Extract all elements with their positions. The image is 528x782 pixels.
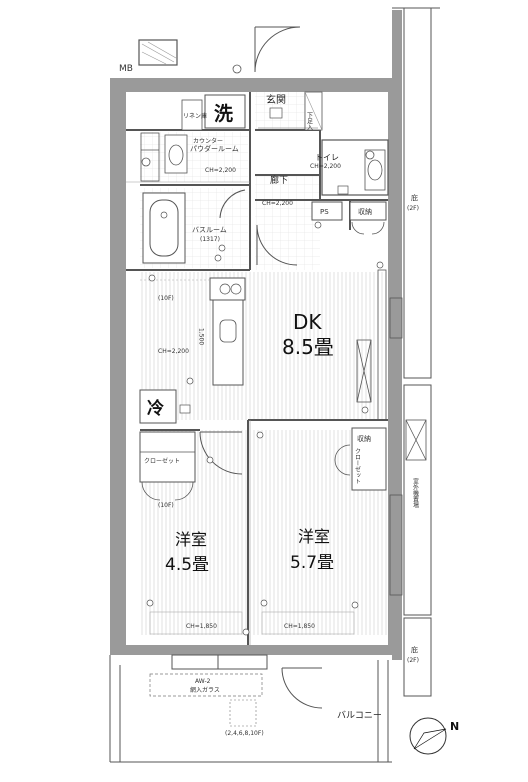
powder-room-label: パウダールーム <box>190 144 239 153</box>
room1-name: 洋室 <box>175 530 207 549</box>
bathtub-icon <box>149 199 179 257</box>
garden-bottom-floor: (2F) <box>407 657 419 664</box>
shower-icon <box>214 254 222 262</box>
room1-size: 4.5畳 <box>165 555 209 575</box>
ps-label: PS <box>320 208 329 216</box>
garden-bottom-label: 庇 <box>411 645 418 654</box>
garden-top-floor: (2F) <box>407 205 419 212</box>
garden-top-label: 庇 <box>411 193 418 202</box>
room2-size: 5.7畳 <box>290 553 334 573</box>
bath-size-label: (1317) <box>200 236 220 243</box>
getabako-label: 下足入 <box>306 112 313 130</box>
outdoor-unit-label: 室外機置場 <box>412 477 419 509</box>
balcony-floors-label: (2,4,6,8,10F) <box>225 730 264 737</box>
bathroom-label: バスルーム <box>192 226 227 234</box>
storage-right-label: 収納 <box>357 434 371 443</box>
counter-height: 1,500 <box>198 328 205 345</box>
aw-label: AW-2 <box>195 678 211 685</box>
kitchen-sink-icon <box>219 319 237 343</box>
entrance-door <box>254 26 301 73</box>
ch-room2-label: CH=1,850 <box>284 623 315 630</box>
hallway-floor <box>255 175 320 270</box>
toilet-icon <box>367 159 383 181</box>
sink-icon <box>168 144 184 166</box>
linen-label: リネン庫 <box>183 112 207 120</box>
stove-icon <box>219 283 231 295</box>
north-label: N <box>450 720 459 733</box>
genkan-label: 玄関 <box>266 93 286 106</box>
storage-top-label: 収納 <box>358 207 372 216</box>
wash-label: 洗 <box>214 102 233 125</box>
ch-hallway-label: CH=2,200 <box>262 200 293 207</box>
dk-name: DK <box>293 310 322 334</box>
dk-floor <box>140 272 387 420</box>
ceiling-10f-mid: (10F) <box>158 502 174 509</box>
lamp-icon <box>232 64 242 74</box>
ch-kitchen-label: CH=2,200 <box>158 348 189 355</box>
north-arrow-icon <box>409 717 447 755</box>
hallway-label: 廊下 <box>270 174 288 186</box>
counter-label: カウンター <box>193 137 223 145</box>
dk-size: 8.5畳 <box>282 335 334 359</box>
balcony-label: バルコニー <box>337 710 382 721</box>
ch-room1-label: CH=1,850 <box>186 623 217 630</box>
balcony <box>109 655 392 763</box>
mesh-glass-label: 網入ガラス <box>190 686 220 694</box>
fridge-label: 冷 <box>147 398 164 419</box>
kitchen-counter <box>212 299 244 386</box>
mb-label: MB <box>119 64 133 74</box>
closet-right-label: クローゼット <box>354 448 361 484</box>
closet-left-label: クローゼット <box>144 457 180 465</box>
ceiling-10f-top: (10F) <box>158 295 174 302</box>
ch-powder-label: CH=2,200 <box>205 167 236 174</box>
room2-name: 洋室 <box>298 527 330 546</box>
ch-toilet-label: CH=2,200 <box>310 163 341 170</box>
right-terrace <box>392 7 440 697</box>
powder-floor <box>140 132 248 182</box>
toilet-label: トイレ <box>315 153 339 162</box>
